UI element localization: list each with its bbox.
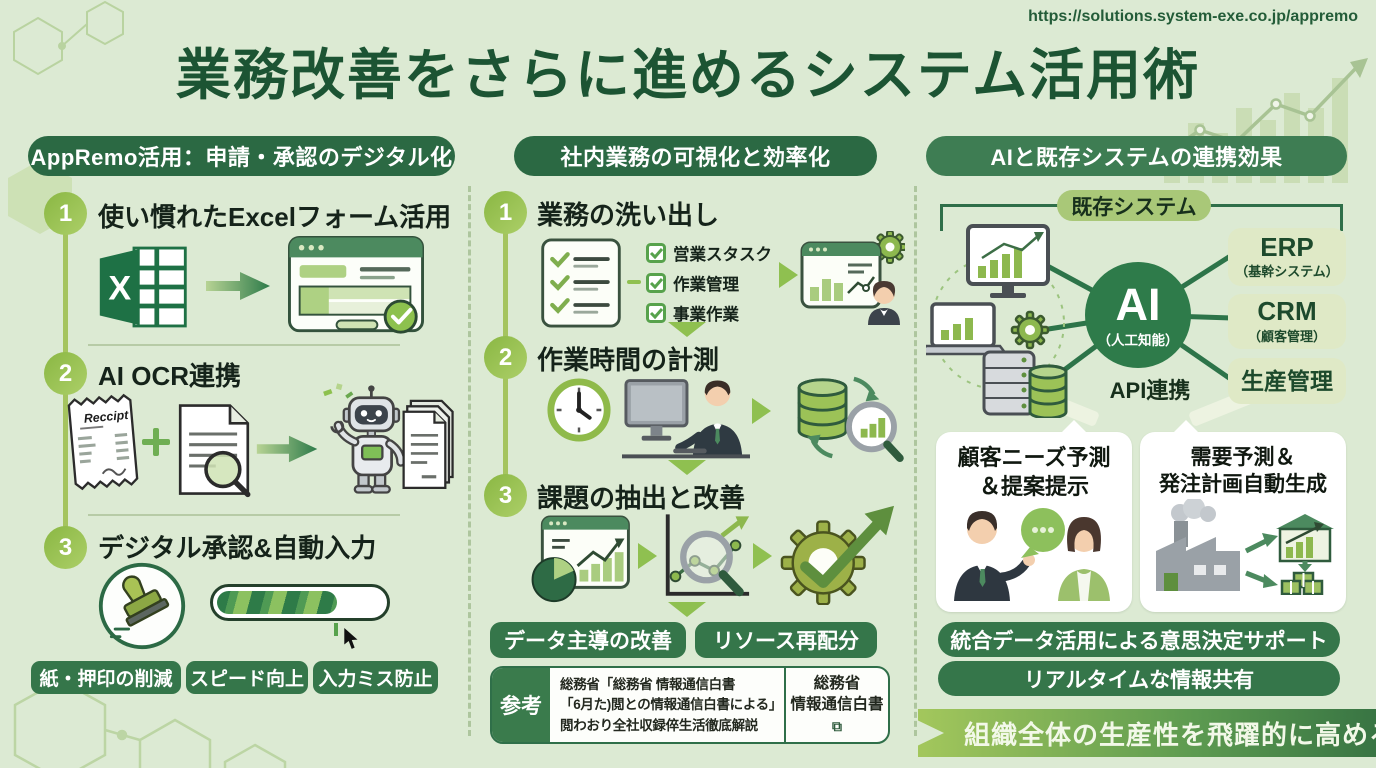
card-notch <box>1061 420 1088 433</box>
arrow-down-icon <box>668 602 706 617</box>
left-divider-1 <box>88 344 400 346</box>
left-step2-number: 2 <box>44 352 87 395</box>
card-title: 顧客ニーズ予測 ＆提案提示 <box>957 445 1111 499</box>
arrow-right-icon <box>752 398 771 424</box>
systems-cluster <box>926 224 1068 418</box>
benefit-pill: リアルタイムな情報共有 <box>938 661 1340 696</box>
ai-hub: AI （人工知能） <box>1085 262 1191 368</box>
existing-systems-bracket-left <box>940 204 1063 231</box>
left-step2-label: AI OCR連携 <box>98 361 242 391</box>
task-checkbox-list: 営業スタスク 作業管理 事業作業 <box>646 240 772 326</box>
arrow-right-icon <box>753 543 772 569</box>
cursor-icon <box>344 628 358 649</box>
clock-icon <box>547 378 611 442</box>
benefit-badge: 紙・押印の削減 <box>31 661 181 694</box>
digital-form-icon <box>288 236 424 334</box>
database-analysis-icon <box>797 376 904 463</box>
middle-step1-number: 1 <box>484 191 527 234</box>
left-step3-label: デジタル承認&自動入力 <box>98 533 377 563</box>
checkbox-icon <box>646 243 666 263</box>
dashboard-person-icon <box>800 231 905 325</box>
arrow-down-icon <box>668 460 706 475</box>
column-separator-1 <box>468 186 471 736</box>
reference-source: 総務省 情報通信白書 ⧉ <box>784 668 888 742</box>
crm-pill: CRM （顧客管理） <box>1228 294 1346 349</box>
hexagon-decoration-bottom-left <box>13 678 287 768</box>
left-divider-2 <box>88 514 400 516</box>
svg-text:Reccipt: Reccipt <box>83 408 129 426</box>
factory-forecast-illustration <box>1156 498 1334 595</box>
middle-step2-label: 作業時間の計測 <box>537 345 720 375</box>
column-separator-2 <box>914 186 917 736</box>
arrow-right-icon <box>779 262 798 288</box>
document-scan-icon <box>178 404 251 498</box>
column-header-visualization: 社内業務の可視化と効率化 <box>514 136 877 176</box>
usecase-card-demand: 需要予測＆ 発注計画自動生成 <box>1140 420 1346 612</box>
ai-label: AI <box>1115 278 1161 330</box>
checkbox-icon <box>646 303 666 323</box>
ai-sublabel: （人工知能） <box>1097 332 1179 348</box>
external-link-icon[interactable]: ⧉ <box>832 718 842 735</box>
checkbox-item: 作業管理 <box>646 270 772 296</box>
erp-pill: ERP （基幹システム） <box>1228 228 1346 286</box>
report-chart-icon <box>531 515 630 603</box>
checkbox-icon <box>646 273 666 293</box>
existing-systems-pill: 既存システム <box>1057 190 1211 221</box>
people-talking-illustration <box>954 508 1110 602</box>
reference-text: 総務省「総務省 情報通信白書 「6月た)閲との情報通信白書による」 閲わおり全社… <box>560 677 783 733</box>
monitor-icon <box>966 224 1050 298</box>
checkbox-item: 事業作業 <box>646 300 772 326</box>
gear-icon <box>1010 310 1050 350</box>
arrow-right-icon <box>206 272 270 300</box>
conclusion-banner: 組織全体の生産性を飛躍的に高める <box>918 709 1376 757</box>
progress-bar <box>210 584 390 621</box>
database-icon <box>1028 364 1068 418</box>
svg-text:X: X <box>108 269 131 307</box>
column-header-ai: AIと既存システムの連携効果 <box>926 136 1347 176</box>
documents-stack-icon <box>402 399 454 490</box>
benefit-badge: リソース再配分 <box>695 622 877 658</box>
page-url[interactable]: https://solutions.system-exe.co.jp/appre… <box>1028 8 1358 25</box>
connector-dash <box>627 280 641 284</box>
plus-icon <box>142 428 170 456</box>
receipt-icon: Reccipt <box>67 393 139 491</box>
progress-bar-fill <box>217 591 337 614</box>
production-pill: 生産管理 <box>1228 358 1346 404</box>
existing-systems-bracket-right <box>1210 204 1343 231</box>
server-icon <box>982 350 1036 416</box>
column-header-appremo: AppRemo活用：申請・承認のデジタル化 <box>28 136 455 176</box>
left-step3-number: 3 <box>44 526 87 569</box>
arrow-right-icon <box>256 435 318 463</box>
middle-step2-number: 2 <box>484 336 527 379</box>
stamp-approval-icon <box>98 562 186 650</box>
page-title: 業務改善をさらに進めるシステム活用術 <box>175 44 1201 106</box>
ai-robot-icon <box>323 383 406 494</box>
api-label: API連携 <box>1109 378 1191 403</box>
arrow-down-icon <box>668 322 706 337</box>
benefit-badge: スピード向上 <box>186 661 308 694</box>
arrow-right-icon <box>638 543 657 569</box>
worker-at-desk-icon <box>622 379 750 459</box>
middle-step1-label: 業務の洗い出し <box>537 200 720 230</box>
usecase-card-customer: 顧客ニーズ予測 ＆提案提示 <box>936 420 1132 612</box>
improvement-gear-icon <box>780 505 895 605</box>
left-step1-label: 使い慣れたExcelフォーム活用 <box>98 202 452 232</box>
checklist-icon <box>541 238 621 328</box>
benefit-pill: 統合データ活用による意思決定サポート <box>938 622 1340 657</box>
analysis-magnifier-icon <box>665 514 750 597</box>
reference-box: 参考 総務省「総務省 情報通信白書 「6月た)閲との情報通信白書による」 閲わお… <box>490 666 890 744</box>
text-caret <box>334 623 338 636</box>
checkbox-item: 営業スタスク <box>646 240 772 266</box>
laptop-icon <box>926 302 1009 356</box>
reference-label: 参考 <box>492 668 550 742</box>
card-title: 需要予測＆ 発注計画自動生成 <box>1159 446 1327 497</box>
middle-step3-label: 課題の抽出と改善 <box>537 483 746 513</box>
excel-icon: X <box>99 246 187 328</box>
benefit-badge: 入力ミス防止 <box>313 661 438 694</box>
benefit-badge: データ主導の改善 <box>490 622 686 658</box>
left-step1-number: 1 <box>44 192 87 235</box>
card-notch <box>1172 420 1199 433</box>
middle-step3-number: 3 <box>484 474 527 517</box>
